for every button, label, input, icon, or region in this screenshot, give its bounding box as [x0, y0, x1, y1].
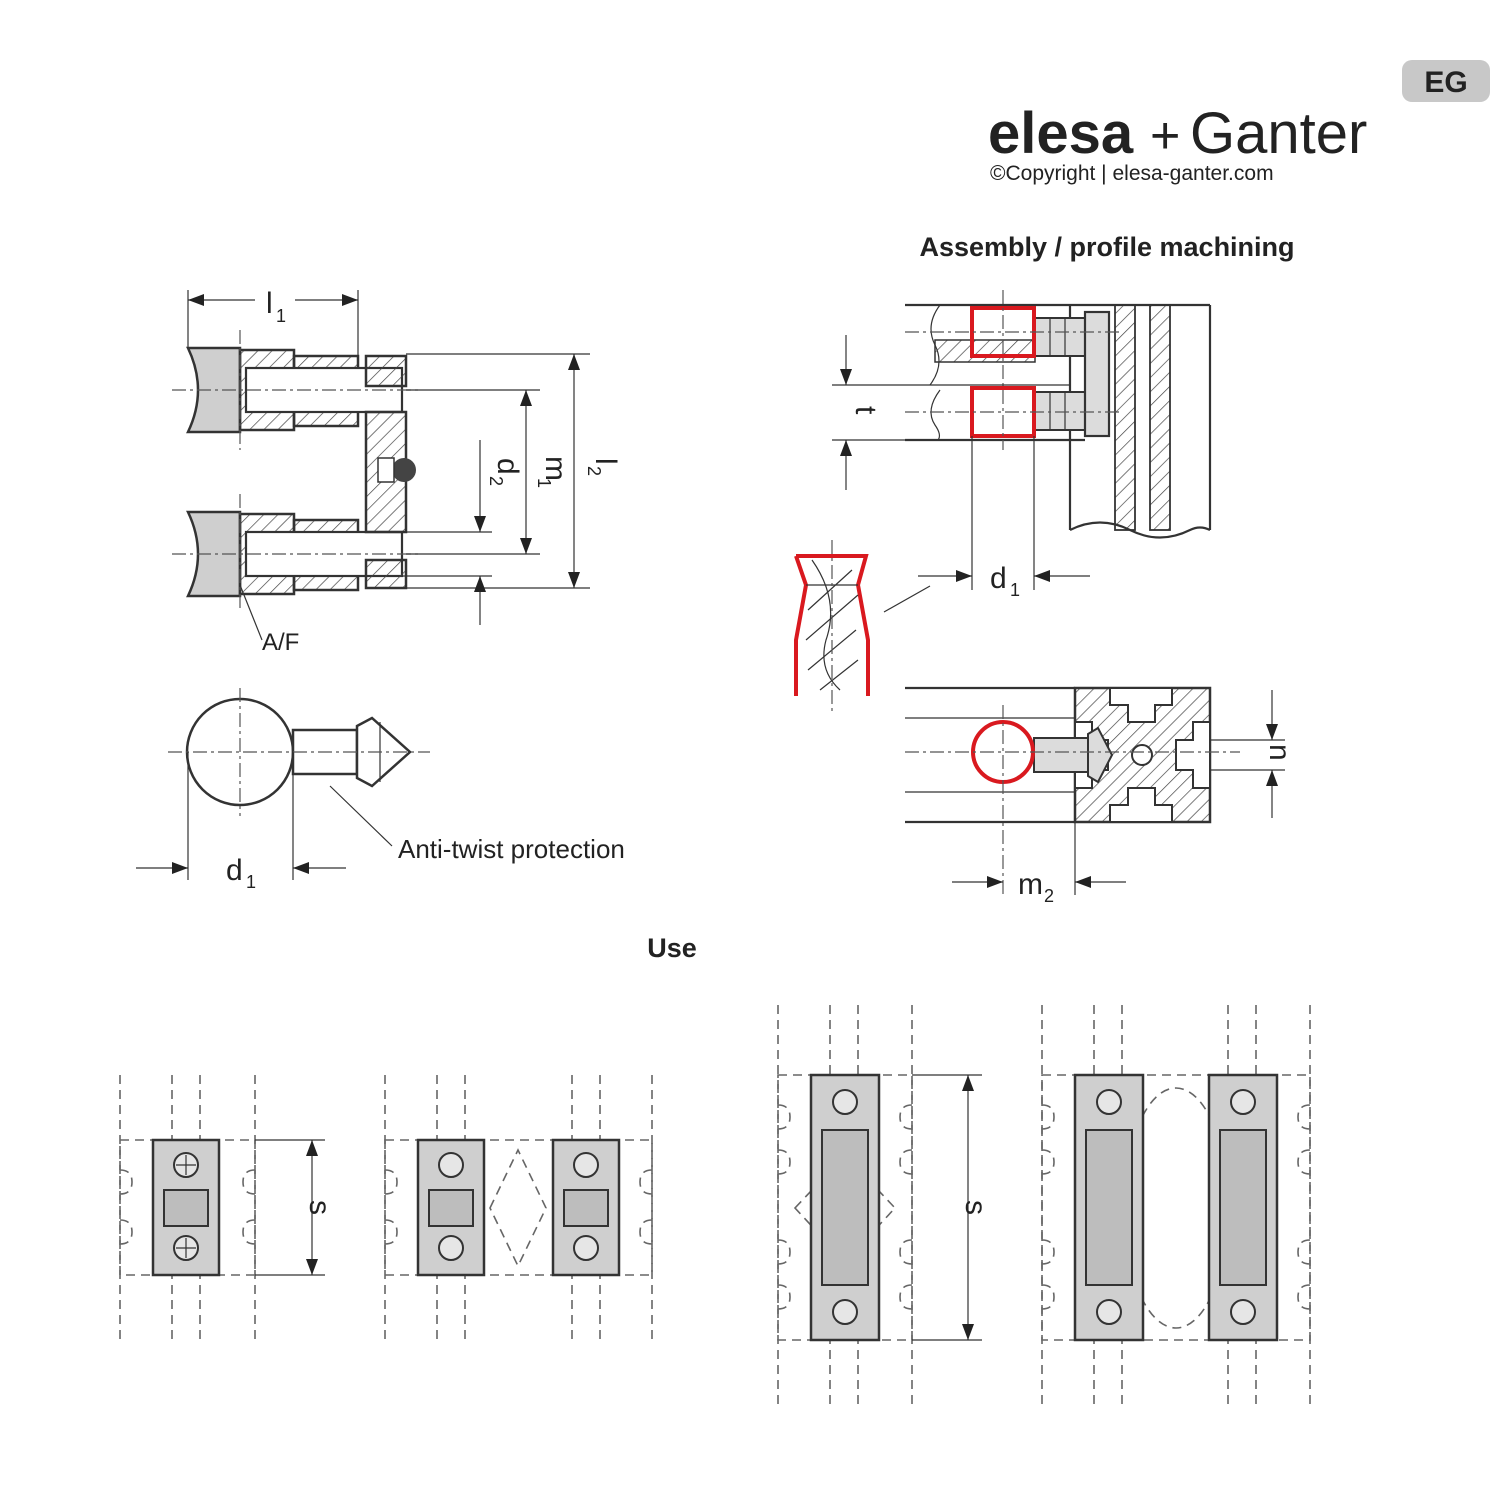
dim-t: t [849, 406, 882, 415]
dim-d1-left: d [226, 854, 243, 887]
detent-spring [377, 457, 395, 483]
logo-ganter: Ganter [1190, 101, 1367, 166]
anti-twist-label: Anti-twist protection [398, 834, 625, 864]
dim-l2: l [589, 458, 622, 465]
dim-n: n [1263, 744, 1296, 761]
dim-s-small: s [303, 1200, 336, 1215]
dim-d2-sub: 2 [486, 476, 506, 486]
dim-d2: d [491, 458, 524, 475]
dim-d1-right: d [990, 562, 1007, 595]
anti-twist-view: d 1 Anti-twist protection [136, 688, 625, 892]
profile-end-view: n m 2 [905, 686, 1296, 906]
dim-l1: l [266, 287, 273, 320]
dim-d1-left-sub: 1 [246, 872, 256, 892]
assembly-title: Assembly / profile machining [919, 232, 1294, 262]
anti-twist-tip [355, 716, 412, 788]
lower-clip [364, 558, 408, 590]
dim-m1-sub: 1 [534, 478, 554, 488]
eg-badge-text: EG [1424, 66, 1467, 99]
brand-logo: EG elesa + Ganter ©Copyright | elesa-gan… [988, 60, 1490, 185]
dim-l2-sub: 2 [584, 466, 604, 476]
lower-screw-head [186, 510, 242, 598]
use-example-4 [1041, 1005, 1311, 1410]
use-example-1: s [119, 1075, 336, 1340]
dim-m2: m [1018, 868, 1043, 901]
upper-screw-head [186, 346, 242, 434]
assembly-view: t d 1 [794, 290, 1212, 712]
use-example-2 [384, 1075, 653, 1340]
use-example-3: s [777, 1005, 992, 1410]
dim-d1-right-sub: 1 [1010, 580, 1020, 600]
connector-section-view: l 1 l 2 m 1 d 2 A [172, 282, 622, 656]
logo-elesa: elesa [988, 101, 1134, 166]
copyright-text: ©Copyright | elesa-ganter.com [990, 162, 1274, 185]
eg-badge [1402, 60, 1490, 102]
ball-detent [392, 458, 416, 482]
af-label: A/F [262, 629, 299, 656]
dim-s-large: s [959, 1200, 992, 1215]
use-title: Use [647, 933, 697, 963]
dim-l1-sub: 1 [276, 306, 286, 326]
logo-plus: + [1150, 107, 1180, 165]
dim-m1: m [539, 456, 572, 481]
upper-clip [364, 354, 408, 388]
dim-m2-sub: 2 [1044, 886, 1054, 906]
